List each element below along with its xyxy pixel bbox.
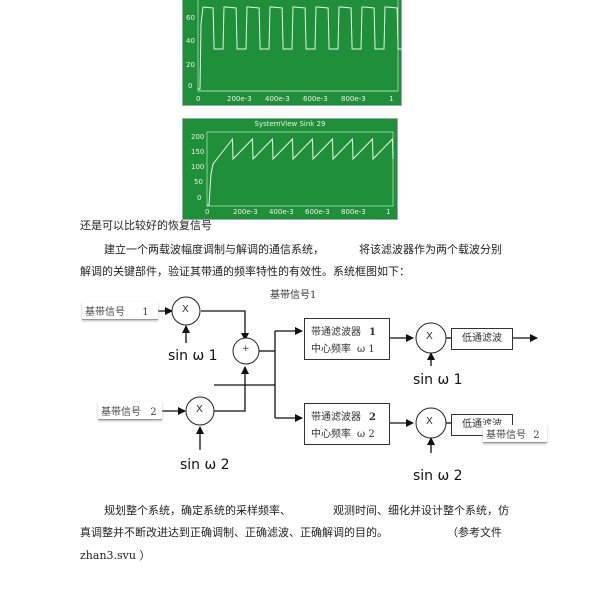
mult1-symbol: X (182, 304, 189, 315)
recover-caption: 还是可以比较好的恢复信号 (80, 219, 212, 232)
bpf1-center-label: 中心频率 (311, 344, 351, 355)
scope-bottom: SystemView Sink 29 200 150 100 50 0 0 20… (182, 118, 398, 220)
scope-top-xtick: 800e-3 (341, 95, 366, 103)
intro-line-1b: 将该滤波器作为两个载波分别 (359, 243, 502, 256)
bpf1-block: 带通滤波器 1 中心频率 ω 1 (304, 318, 390, 360)
bpf2-center-label: 中心频率 (311, 429, 351, 440)
baseband-top-label: 基带信号1 (270, 290, 317, 301)
scope-top-ytick: 60 (186, 14, 195, 22)
lpf1-label: 低通滤波 (462, 333, 502, 344)
scope-top-xtick: 0 (196, 95, 201, 103)
bpf1-title: 带通滤波器 (311, 327, 361, 338)
scope-bottom-xtick: 600e-3 (305, 208, 330, 216)
plan-line-3: zhan3.svu ） (80, 549, 151, 562)
input2-label: 基带信号 (101, 407, 141, 418)
bpf2-num: 2 (369, 412, 376, 423)
mult3-node (415, 322, 447, 354)
mult2-symbol: X (196, 404, 203, 415)
bpf2-freq: ω 2 (357, 429, 375, 440)
adder-symbol: + (242, 344, 250, 354)
scope-bottom-plot (206, 131, 394, 207)
scope-top-xtick: 400e-3 (265, 95, 290, 103)
mult3-symbol: X (426, 331, 433, 342)
scope-top-ytick: 0 (188, 82, 193, 90)
bpf2-title: 带通滤波器 (311, 412, 361, 423)
mult4-symbol: X (426, 416, 433, 427)
input2-box: 基带信号 2 (98, 402, 162, 420)
scope-bottom-ytick: 200 (191, 133, 205, 141)
plan-line-2b: （参考文件 (447, 526, 502, 539)
adder-node (232, 337, 260, 365)
sin2-label: sin ω 2 (180, 457, 230, 473)
scope-bottom-xtick: 800e-3 (341, 208, 366, 216)
scope-bottom-xtick: 200e-3 (233, 208, 258, 216)
plan-line-2a: 真调整并不断改进达到正确调制、正确滤波、正确解调的目的。 (80, 526, 388, 539)
bpf1-freq: ω 1 (357, 344, 375, 355)
scope-bottom-xtick: 400e-3 (269, 208, 294, 216)
scope-top-plot (197, 0, 403, 92)
plan-line-1b: 观测时间、细化并设计整个系统，仿 (333, 504, 509, 517)
sin1-demod-label: sin ω 1 (413, 372, 463, 388)
mult1-node (171, 296, 201, 326)
intro-line-2: 解调的关键部件，验证其带通的频率特性的有效性。系统框图如下： (80, 265, 410, 278)
scope-bottom-title: SystemView Sink 29 (254, 120, 326, 128)
input1-label: 基带信号 (85, 307, 125, 318)
output2-box: 基带信号 2 (483, 425, 547, 443)
scope-top-xtick: 1 (389, 95, 394, 103)
output2-label: 基带信号 (486, 430, 526, 441)
intro-line-1a: 建立一个两载波幅度调制与解调的通信系统， (104, 243, 324, 256)
bpf1-num: 1 (369, 327, 376, 338)
scope-top-ytick: 40 (186, 37, 195, 45)
scope-top: 60 40 20 0 0 200e-3 400e-3 600e-3 800e-3… (182, 0, 403, 106)
scope-top-xtick: 200e-3 (227, 95, 252, 103)
scope-top-ytick: 20 (186, 61, 195, 69)
output2-num: 2 (533, 430, 540, 441)
lpf1-block: 低通滤波 (451, 328, 513, 350)
scope-bottom-ytick: 50 (194, 178, 203, 186)
bpf2-block: 带通滤波器 2 中心频率 ω 2 (304, 403, 390, 445)
input1-num: 1 (142, 307, 149, 318)
input1-box: 基带信号 1 (82, 302, 158, 320)
lpf2-label: 低通滤波 (462, 419, 502, 430)
sin2-demod-label: sin ω 2 (413, 468, 463, 484)
scope-bottom-ytick: 100 (191, 163, 205, 171)
sin1-label: sin ω 1 (168, 348, 218, 364)
scope-bottom-ytick: 150 (191, 148, 205, 156)
mult4-node (415, 407, 447, 439)
scope-top-xtick: 600e-3 (303, 95, 328, 103)
scope-bottom-xtick: 1 (386, 208, 391, 216)
scope-bottom-ytick: 0 (197, 194, 202, 202)
scope-bottom-xtick: 0 (205, 208, 210, 216)
plan-line-1a: 规划整个系统，确定系统的采样频率、 (104, 504, 291, 517)
mult2-node (185, 396, 215, 426)
input2-num: 2 (150, 407, 157, 418)
